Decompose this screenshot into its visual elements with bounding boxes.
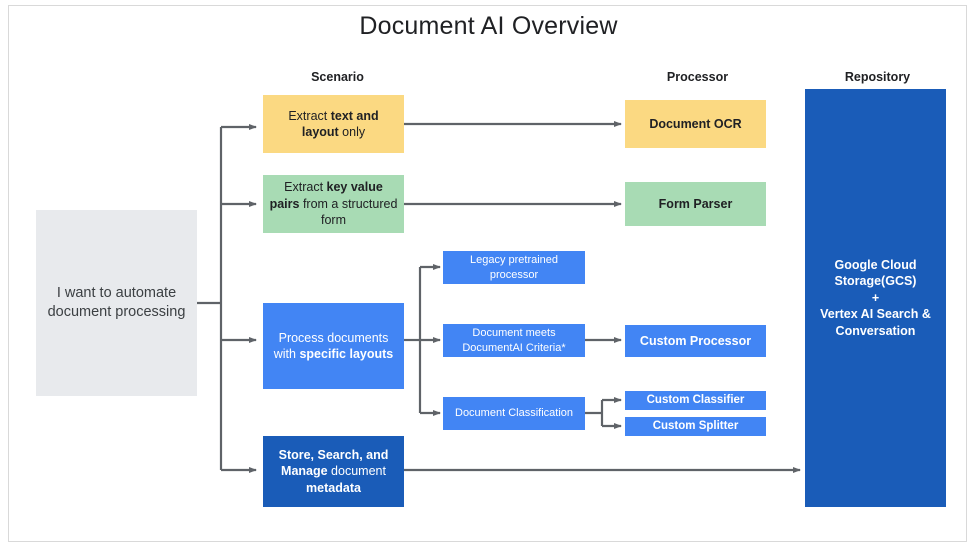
processor-box-custom-splitter[interactable]: Custom Splitter: [625, 417, 766, 436]
start-node-label: I want to automate document processing: [47, 284, 186, 320]
scenario-box-extract-text-layout[interactable]: Extract text and layout only: [263, 95, 404, 153]
processor-label-custom-processor: Custom Processor: [639, 333, 752, 348]
processor-box-custom-processor[interactable]: Custom Processor: [625, 325, 766, 357]
column-header-processor: Processor: [666, 70, 729, 84]
processor-box-custom-classifier[interactable]: Custom Classifier: [625, 391, 766, 410]
scenario-box-process-specific-layouts[interactable]: Process documents with specific layouts: [263, 303, 404, 389]
column-header-scenario: Scenario: [311, 70, 364, 84]
processor-label-custom-classifier: Custom Classifier: [646, 393, 745, 406]
processor-box-form-parser[interactable]: Form Parser: [625, 182, 766, 226]
diagram-border: [8, 5, 967, 542]
scenario-box-extract-key-value[interactable]: Extract key value pairs from a structure…: [263, 175, 404, 233]
scenario-label-store-search-manage: Store, Search, and Manage document metad…: [278, 447, 389, 495]
middle-box-document-meets-criteria[interactable]: Document meets DocumentAI Criteria*: [443, 324, 585, 357]
scenario-label-extract-key-value: Extract key value pairs from a structure…: [269, 180, 398, 228]
start-node: I want to automate document processing: [36, 210, 197, 396]
middle-box-document-classification[interactable]: Document Classification: [443, 397, 585, 430]
middle-box-legacy-pretrained-processor[interactable]: Legacy pretrained processor: [443, 251, 585, 284]
processor-box-document-ocr[interactable]: Document OCR: [625, 100, 766, 148]
processor-label-custom-splitter: Custom Splitter: [652, 419, 739, 432]
page-title: Document AI Overview: [359, 12, 618, 40]
scenario-label-process-specific-layouts: Process documents with specific layouts: [273, 330, 394, 362]
middle-label-legacy-pretrained-processor: Legacy pretrained processor: [469, 253, 559, 281]
scenario-box-store-search-manage[interactable]: Store, Search, and Manage document metad…: [263, 436, 404, 507]
middle-label-document-classification: Document Classification: [455, 407, 573, 420]
processor-label-document-ocr: Document OCR: [649, 116, 742, 131]
processor-label-form-parser: Form Parser: [658, 196, 733, 211]
scenario-label-extract-text-layout: Extract text and layout only: [288, 108, 379, 140]
column-header-repository: Repository: [844, 70, 911, 84]
middle-label-document-meets-criteria: Document meets DocumentAI Criteria*: [462, 326, 566, 354]
